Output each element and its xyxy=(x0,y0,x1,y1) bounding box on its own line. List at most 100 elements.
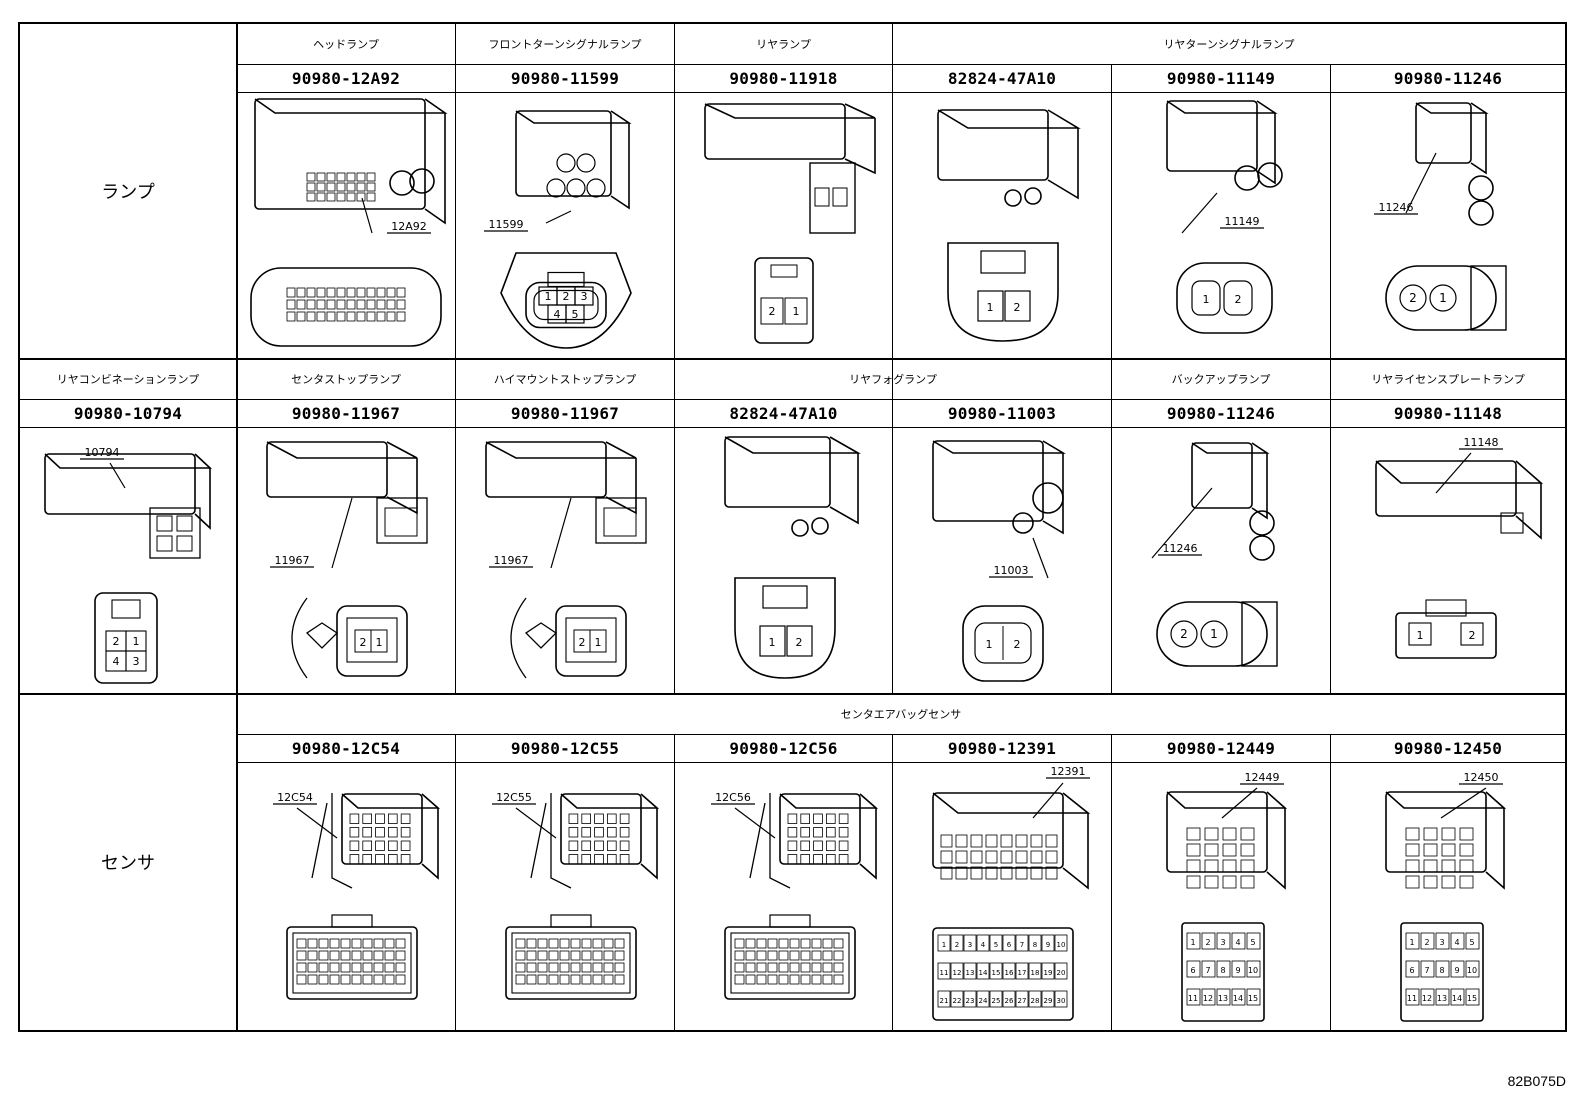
svg-text:11967: 11967 xyxy=(494,554,529,567)
svg-text:3: 3 xyxy=(1220,938,1225,947)
svg-text:11003: 11003 xyxy=(994,564,1029,577)
svg-text:13: 13 xyxy=(966,969,975,977)
svg-text:19: 19 xyxy=(1044,969,1053,977)
svg-text:12: 12 xyxy=(1203,994,1213,1003)
svg-text:11148: 11148 xyxy=(1464,436,1499,449)
svg-text:11246: 11246 xyxy=(1163,542,1198,555)
svg-text:12391: 12391 xyxy=(1051,765,1086,778)
svg-text:24: 24 xyxy=(979,997,988,1005)
svg-text:18: 18 xyxy=(1031,969,1040,977)
grid-line xyxy=(20,399,1565,400)
svg-text:2: 2 xyxy=(563,290,570,303)
svg-text:10: 10 xyxy=(1248,966,1258,975)
grid-line xyxy=(20,693,1565,695)
svg-text:14: 14 xyxy=(979,969,988,977)
grid-line xyxy=(1330,359,1331,399)
svg-text:1: 1 xyxy=(595,636,602,649)
svg-text:1: 1 xyxy=(942,941,946,949)
svg-text:11599: 11599 xyxy=(489,218,524,231)
grid-line xyxy=(1111,359,1112,693)
svg-text:1: 1 xyxy=(133,635,140,648)
svg-text:1: 1 xyxy=(1190,938,1195,947)
svg-text:5: 5 xyxy=(572,308,579,321)
svg-text:5: 5 xyxy=(1469,938,1474,947)
svg-text:23: 23 xyxy=(966,997,975,1005)
connector-table xyxy=(18,22,1567,1032)
svg-text:1: 1 xyxy=(1409,938,1414,947)
svg-text:1: 1 xyxy=(1417,629,1424,642)
svg-text:9: 9 xyxy=(1235,966,1240,975)
grid-line xyxy=(455,359,456,693)
svg-text:29: 29 xyxy=(1044,997,1053,1005)
svg-text:21: 21 xyxy=(940,997,949,1005)
grid-line xyxy=(236,22,238,1030)
svg-text:27: 27 xyxy=(1018,997,1027,1005)
row2-part-4: 82824-47A10 xyxy=(729,404,838,423)
svg-text:1: 1 xyxy=(376,636,383,649)
row2-part-6: 90980-11246 xyxy=(1166,404,1276,423)
svg-text:1: 1 xyxy=(545,290,552,303)
grid-line xyxy=(674,22,675,64)
grid-line xyxy=(1330,359,1331,693)
row2-part-2: 90980-11967 xyxy=(291,404,401,423)
svg-text:15: 15 xyxy=(1467,994,1477,1003)
connector-illustration-12c56: 12C56 xyxy=(675,763,893,1029)
row1-name-front-turn: フロントターンシグナルランプ xyxy=(488,38,642,51)
svg-text:12449: 12449 xyxy=(1245,771,1280,784)
row3-name-airbag-sensor: センタエアバッグセンサ xyxy=(840,708,962,721)
svg-text:2: 2 xyxy=(1014,301,1021,314)
row2-part-1: 90980-10794 xyxy=(73,404,183,423)
svg-text:6: 6 xyxy=(1190,966,1195,975)
row1-part-1: 90980-12A92 xyxy=(291,69,401,88)
svg-text:11: 11 xyxy=(1407,994,1417,1003)
svg-text:11149: 11149 xyxy=(1225,215,1260,228)
svg-text:16: 16 xyxy=(1005,969,1014,977)
svg-text:26: 26 xyxy=(1005,997,1014,1005)
grid-line xyxy=(236,762,1565,763)
row3-part-2: 90980-12C55 xyxy=(510,739,620,758)
svg-text:2: 2 xyxy=(113,635,120,648)
grid-line xyxy=(1111,359,1112,399)
svg-text:1: 1 xyxy=(1203,293,1210,306)
svg-text:14: 14 xyxy=(1233,994,1243,1003)
grid-line xyxy=(236,734,1565,735)
svg-text:2: 2 xyxy=(769,305,776,318)
svg-text:2: 2 xyxy=(1235,293,1242,306)
grid-line xyxy=(20,427,1565,428)
svg-text:4: 4 xyxy=(1235,938,1240,947)
svg-text:14: 14 xyxy=(1452,994,1462,1003)
svg-text:6: 6 xyxy=(1007,941,1012,949)
svg-text:2: 2 xyxy=(1014,638,1021,651)
svg-text:8: 8 xyxy=(1439,966,1444,975)
row2-name-high-mount: ハイマウントストップランプ xyxy=(493,373,637,386)
svg-text:9: 9 xyxy=(1046,941,1050,949)
svg-text:12: 12 xyxy=(1422,994,1432,1003)
grid-line xyxy=(892,64,893,358)
row2-part-7: 90980-11148 xyxy=(1393,404,1503,423)
svg-text:7: 7 xyxy=(1205,966,1210,975)
row2-name-rear-fog: リヤフォグランプ xyxy=(849,373,937,386)
row1-part-3: 90980-11918 xyxy=(729,69,838,88)
connector-illustration-12a92: 12A92 xyxy=(237,93,455,358)
row1-part-2: 90980-11599 xyxy=(510,69,620,88)
svg-text:11967: 11967 xyxy=(275,554,310,567)
row3-part-3: 90980-12C56 xyxy=(729,739,838,758)
grid-line xyxy=(236,64,1565,65)
svg-text:2: 2 xyxy=(1180,627,1188,641)
connector-illustration-12c55: 12C55 xyxy=(456,763,674,1029)
svg-text:4: 4 xyxy=(554,308,561,321)
row2-name-backup: バックアップランプ xyxy=(1171,373,1271,386)
svg-text:2: 2 xyxy=(1409,291,1417,305)
svg-text:15: 15 xyxy=(992,969,1001,977)
grid-line xyxy=(1111,64,1112,358)
svg-text:2: 2 xyxy=(579,636,586,649)
row3-part-4: 90980-12391 xyxy=(947,739,1057,758)
grid-line xyxy=(1330,64,1331,358)
svg-text:9: 9 xyxy=(1454,966,1459,975)
